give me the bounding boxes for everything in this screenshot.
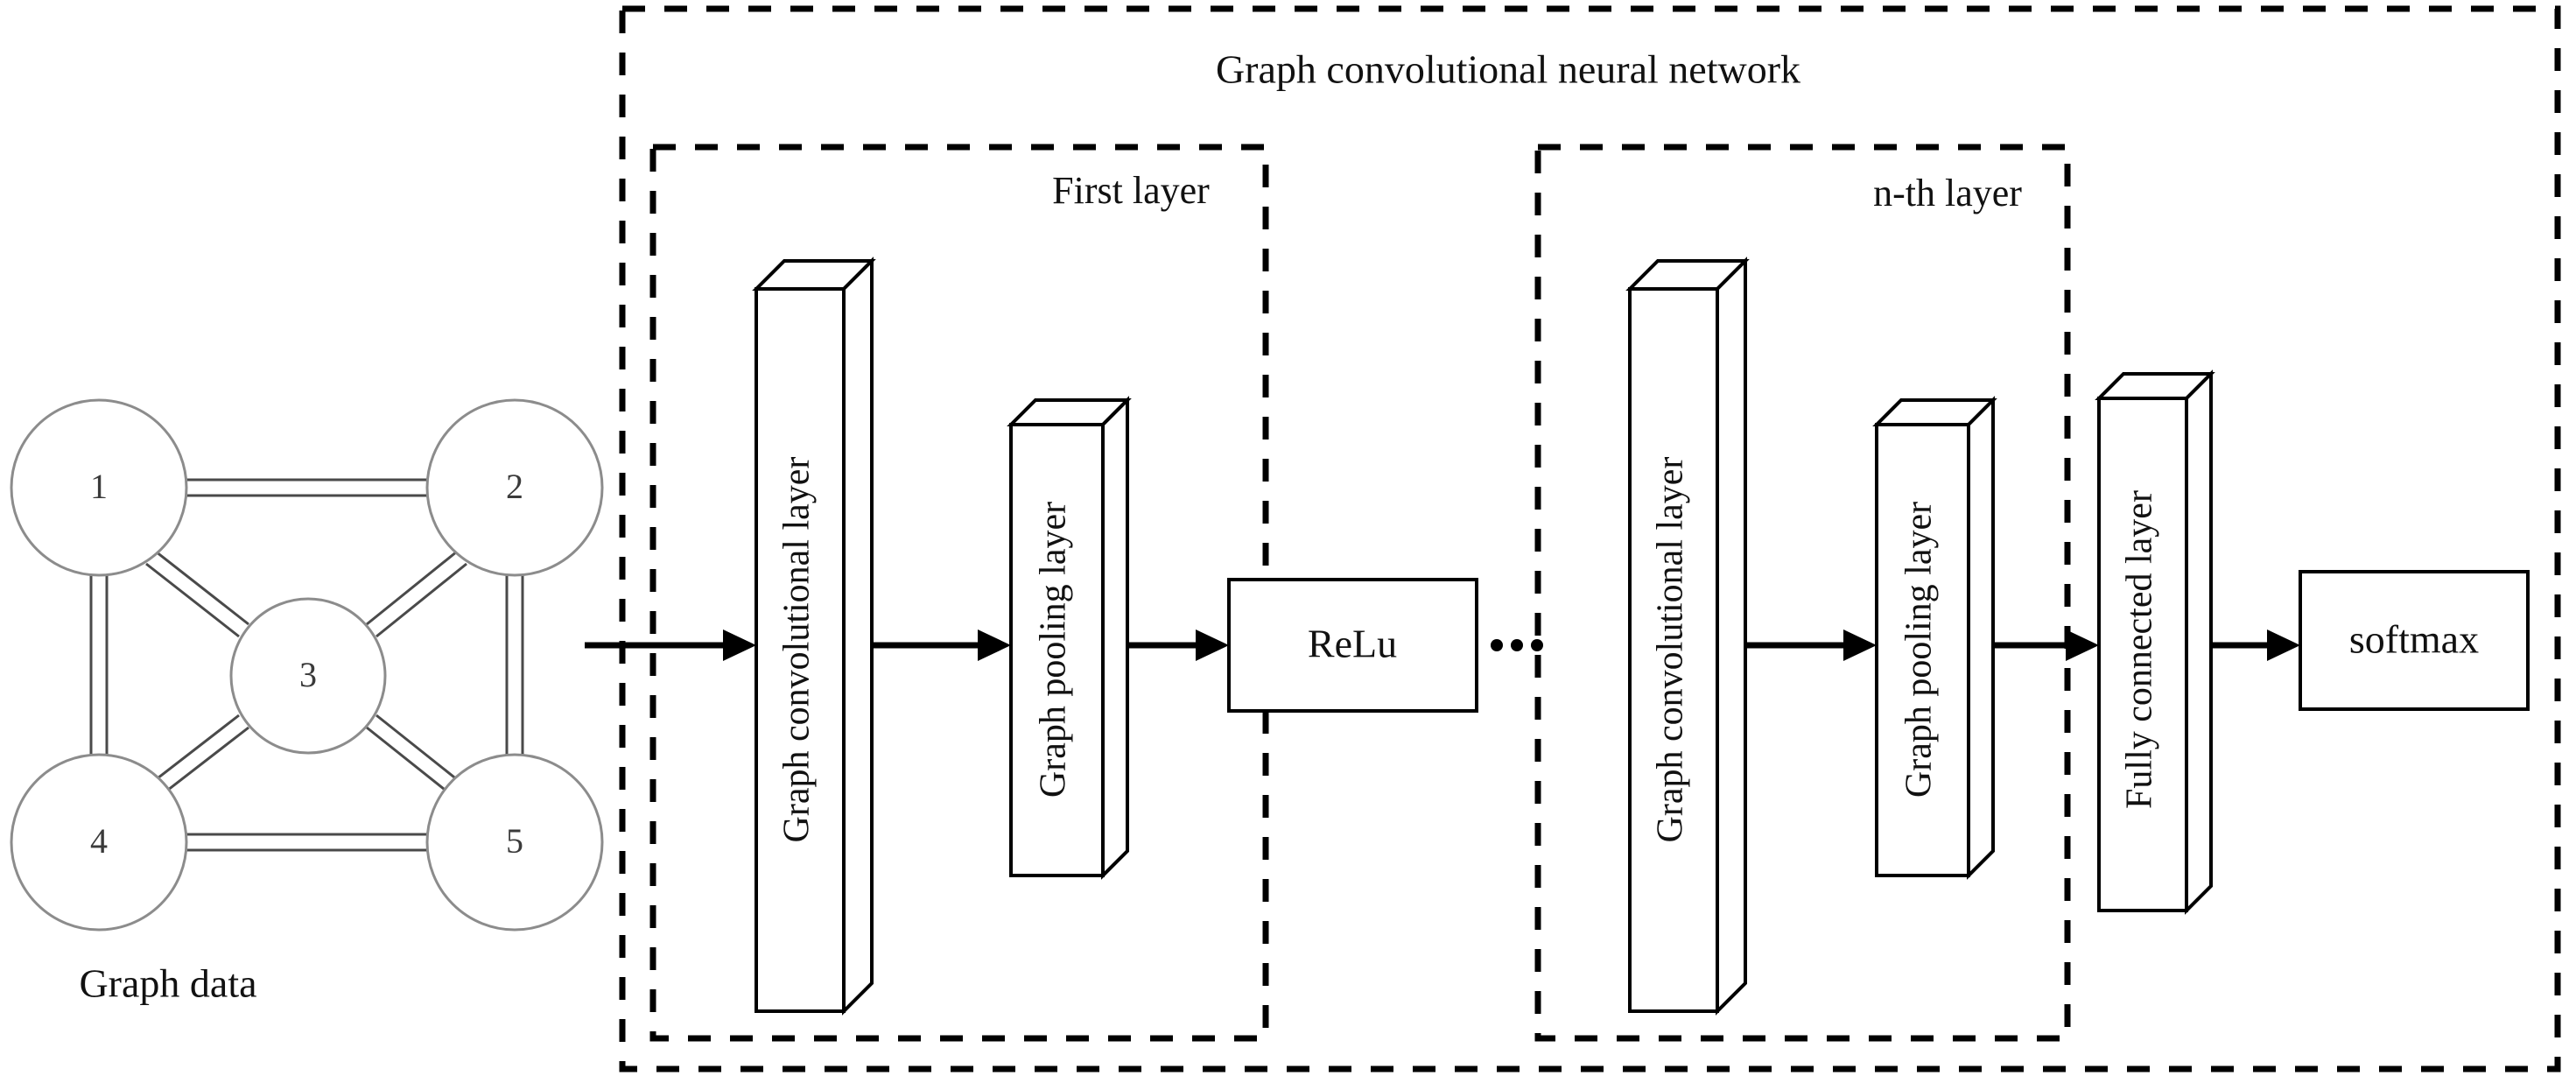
fully-connected-layer-label: Fully connected layer: [2120, 490, 2160, 809]
graph-edge-1-3: [145, 550, 249, 638]
first-layer-dashed-box: [649, 144, 1269, 1042]
nth-conv-layer-label: Graph convolutional layer: [1651, 457, 1691, 843]
graph-node-label: 5: [506, 821, 523, 861]
gcn-outer-dashed-box: [619, 5, 2561, 1072]
nth-conv-to-pool-arrow: [1745, 629, 1877, 661]
graph-edge-1-2: [186, 478, 428, 497]
nth-layer-tag: n-th layer: [1873, 172, 2022, 214]
pool-to-fully-connected-arrow: [1993, 629, 2099, 661]
first-conv-to-pool-arrow: [872, 629, 1011, 661]
softmax-label: softmax: [2349, 617, 2479, 662]
graph-node-4[interactable]: 4: [10, 753, 188, 932]
relu-label: ReLu: [1308, 622, 1397, 666]
graph-edges: [89, 478, 524, 852]
graph-node-2[interactable]: 2: [425, 398, 604, 577]
graph-node-3[interactable]: 3: [229, 597, 387, 755]
graph-edge-1-4: [89, 575, 109, 755]
graph-edge-2-3: [366, 550, 467, 638]
softmax-box[interactable]: softmax: [2299, 570, 2530, 711]
graph-edge-3-4: [145, 714, 249, 801]
first-graph-pooling-layer[interactable]: Graph pooling layer: [1007, 396, 1132, 880]
input-arrow: [585, 629, 756, 661]
graph-edge-2-5: [505, 575, 524, 755]
graph-data-group: 1 2 3 4 5 Graph data: [10, 398, 604, 1006]
nth-pool-layer-label: Graph pooling layer: [1899, 502, 1940, 798]
graph-node-label: 2: [506, 467, 523, 506]
graph-node-label: 3: [299, 655, 317, 694]
ellipsis-separator: [1491, 639, 1543, 651]
first-pool-to-relu-arrow: [1127, 629, 1229, 661]
graph-edge-4-5: [186, 833, 428, 852]
graph-edge-3-5: [366, 714, 467, 801]
relu-box[interactable]: ReLu: [1227, 578, 1478, 713]
graph-data-caption: Graph data: [79, 961, 256, 1006]
first-layer-tag: First layer: [1052, 169, 1210, 212]
fc-to-softmax-arrow: [2211, 629, 2300, 661]
nth-graph-convolutional-layer[interactable]: Graph convolutional layer: [1625, 257, 1750, 1016]
gcn-title: Graph convolutional neural network: [1216, 47, 1800, 92]
graph-node-label: 1: [90, 467, 108, 506]
nth-graph-pooling-layer[interactable]: Graph pooling layer: [1872, 396, 1997, 880]
nth-layer-dashed-box: [1534, 144, 2071, 1042]
first-conv-layer-label: Graph convolutional layer: [777, 457, 818, 843]
graph-node-label: 4: [90, 821, 108, 861]
fully-connected-layer[interactable]: Fully connected layer: [2095, 369, 2215, 915]
first-graph-convolutional-layer[interactable]: Graph convolutional layer: [752, 257, 876, 1016]
graph-node-5[interactable]: 5: [425, 753, 604, 932]
graph-node-1[interactable]: 1: [10, 398, 188, 577]
first-pool-layer-label: Graph pooling layer: [1034, 502, 1074, 798]
